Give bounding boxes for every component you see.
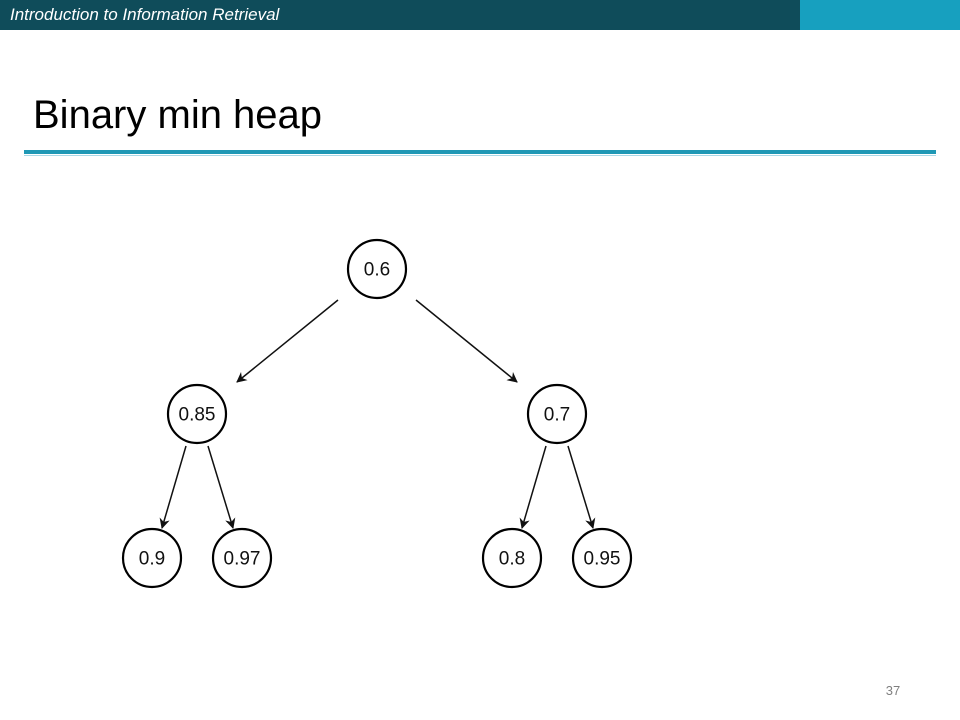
heap-node-root: 0.6: [346, 238, 408, 300]
heap-node-right-left: 0.8: [481, 527, 543, 589]
node-value: 0.7: [544, 405, 570, 426]
course-title: Introduction to Information Retrieval: [10, 5, 280, 24]
node-circle: [481, 527, 543, 589]
node-circle: [571, 527, 633, 589]
heap-node-left-right: 0.97: [211, 527, 273, 589]
header-bar: Introduction to Information Retrieval: [0, 0, 800, 30]
heap-node-right-right: 0.95: [571, 527, 633, 589]
title-underline: [24, 150, 936, 154]
page-number: 37: [885, 683, 901, 698]
node-circle: [346, 238, 408, 300]
heap-edges: [159, 299, 596, 530]
heap-node-left-left: 0.9: [121, 527, 183, 589]
node-value: 0.8: [499, 549, 525, 570]
edge-left-to-left-left: [159, 445, 187, 530]
node-value: 0.85: [179, 405, 216, 426]
node-circle: [121, 527, 183, 589]
node-circle: [526, 383, 588, 445]
heap-node-right: 0.7: [526, 383, 588, 445]
header-accent: [800, 0, 960, 30]
edge-root-to-right: [415, 299, 518, 383]
node-value: 0.6: [364, 260, 390, 281]
node-value: 0.9: [139, 549, 165, 570]
edge-left-to-left-right: [207, 445, 236, 530]
edge-right-to-right-left: [519, 445, 547, 530]
slide-title: Binary min heap: [33, 93, 323, 137]
edge-root-to-left: [236, 299, 339, 383]
node-circle: [211, 527, 273, 589]
node-value: 0.97: [224, 549, 261, 570]
heap-nodes: 0.6 0.85 0.7 0.9 0.97 0.8 0.95: [121, 238, 633, 589]
node-circle: [166, 383, 228, 445]
edge-right-to-right-right: [567, 445, 596, 530]
title-underline-shadow: [24, 155, 936, 156]
node-value: 0.95: [584, 549, 621, 570]
heap-node-left: 0.85: [166, 383, 228, 445]
